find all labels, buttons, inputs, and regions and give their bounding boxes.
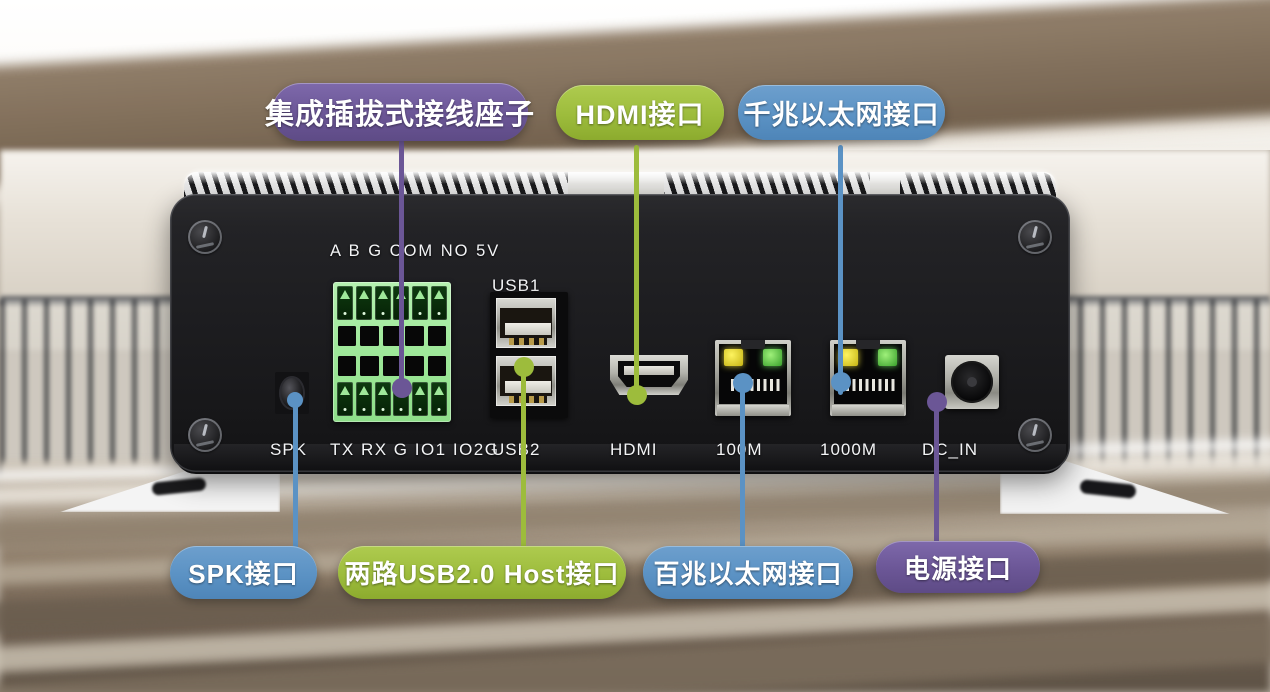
ethernet-tab-slot bbox=[741, 340, 765, 349]
callout-hdmi-label: HDMI接口 bbox=[575, 100, 705, 130]
ethernet-lip bbox=[832, 405, 904, 416]
leader-line-hdmi bbox=[634, 145, 639, 395]
leader-dot-fast-ethernet bbox=[733, 373, 753, 393]
callout-usb-label: 两路USB2.0 Host接口 bbox=[344, 559, 620, 589]
leader-dot-power bbox=[927, 392, 947, 412]
terminal-screw-row bbox=[338, 356, 447, 376]
leader-line-fast-ethernet bbox=[740, 380, 745, 550]
leader-dot-usb bbox=[514, 357, 534, 377]
ethernet-cavity bbox=[719, 344, 787, 404]
silkscreen-usb2: USB2 bbox=[492, 440, 541, 459]
led-yellow-icon bbox=[724, 349, 743, 366]
leader-line-terminal-block bbox=[399, 140, 404, 390]
silkscreen-usb1: USB1 bbox=[492, 276, 541, 295]
leader-dot-gigabit bbox=[831, 372, 851, 392]
led-green-icon bbox=[763, 349, 782, 366]
leader-dot-hdmi bbox=[627, 385, 647, 405]
led-yellow-icon bbox=[839, 349, 858, 366]
callout-usb[interactable]: 两路USB2.0 Host接口 bbox=[338, 546, 626, 599]
callout-spk[interactable]: SPK接口 bbox=[170, 546, 317, 599]
callout-terminal-block-label: 集成插拔式接线座子 bbox=[265, 99, 536, 131]
leader-dot-spk bbox=[287, 392, 303, 408]
silkscreen-terminal-top: A B G COM NO 5V bbox=[330, 242, 501, 260]
callout-gigabit-ethernet-label: 千兆以太网接口 bbox=[743, 100, 940, 130]
screw-icon bbox=[1018, 220, 1052, 254]
dc-jack-pin bbox=[967, 377, 977, 387]
hdmi-port-tongue bbox=[624, 366, 674, 375]
dc-power-jack[interactable] bbox=[945, 355, 999, 409]
usb-port-1[interactable] bbox=[496, 298, 556, 348]
terminal-screw-row bbox=[338, 326, 447, 346]
silkscreen-hdmi: HDMI bbox=[610, 440, 658, 459]
ethernet-pins bbox=[846, 379, 898, 391]
led-green-icon bbox=[878, 349, 897, 366]
heatsink-highlight bbox=[184, 172, 1056, 184]
dc-jack-barrel bbox=[951, 361, 993, 403]
silkscreen-1000m: 1000M bbox=[820, 440, 877, 459]
callout-hdmi[interactable]: HDMI接口 bbox=[556, 85, 724, 140]
leader-dot-terminal-block bbox=[392, 378, 412, 398]
screw-icon bbox=[188, 418, 222, 452]
ethernet-cavity bbox=[834, 344, 902, 404]
callout-spk-label: SPK接口 bbox=[188, 559, 299, 589]
callout-fast-ethernet[interactable]: 百兆以太网接口 bbox=[643, 546, 853, 599]
callout-power-label: 电源接口 bbox=[903, 553, 1012, 584]
callout-terminal-block[interactable]: 集成插拔式接线座子 bbox=[265, 83, 534, 141]
silkscreen-dc-in: DC_IN bbox=[922, 440, 979, 459]
chassis-body bbox=[170, 194, 1070, 472]
ethernet-port-100m[interactable] bbox=[715, 340, 791, 416]
silkscreen-terminal-bottom: TX RX G IO1 IO2G bbox=[330, 440, 500, 459]
silkscreen-100m: 100M bbox=[716, 440, 763, 460]
callout-gigabit-ethernet[interactable]: 千兆以太网接口 bbox=[738, 85, 945, 140]
pluggable-terminal-block[interactable] bbox=[333, 282, 451, 422]
screw-icon bbox=[1018, 418, 1052, 452]
terminal-row-top bbox=[337, 286, 447, 320]
leader-line-power bbox=[934, 398, 939, 548]
leader-line-gigabit bbox=[838, 145, 843, 395]
screw-icon bbox=[188, 220, 222, 254]
leader-line-usb bbox=[521, 365, 526, 550]
silkscreen-spk: SPK bbox=[270, 440, 308, 459]
chassis-base bbox=[174, 444, 1066, 474]
callout-power[interactable]: 电源接口 bbox=[876, 541, 1040, 593]
usb-port-stack[interactable] bbox=[490, 292, 568, 418]
callout-fast-ethernet-label: 百兆以太网接口 bbox=[653, 559, 843, 589]
leader-line-spk bbox=[293, 395, 298, 550]
ethernet-lip bbox=[717, 405, 789, 416]
ethernet-port-1000m[interactable] bbox=[830, 340, 906, 416]
ethernet-tab-slot bbox=[856, 340, 880, 349]
